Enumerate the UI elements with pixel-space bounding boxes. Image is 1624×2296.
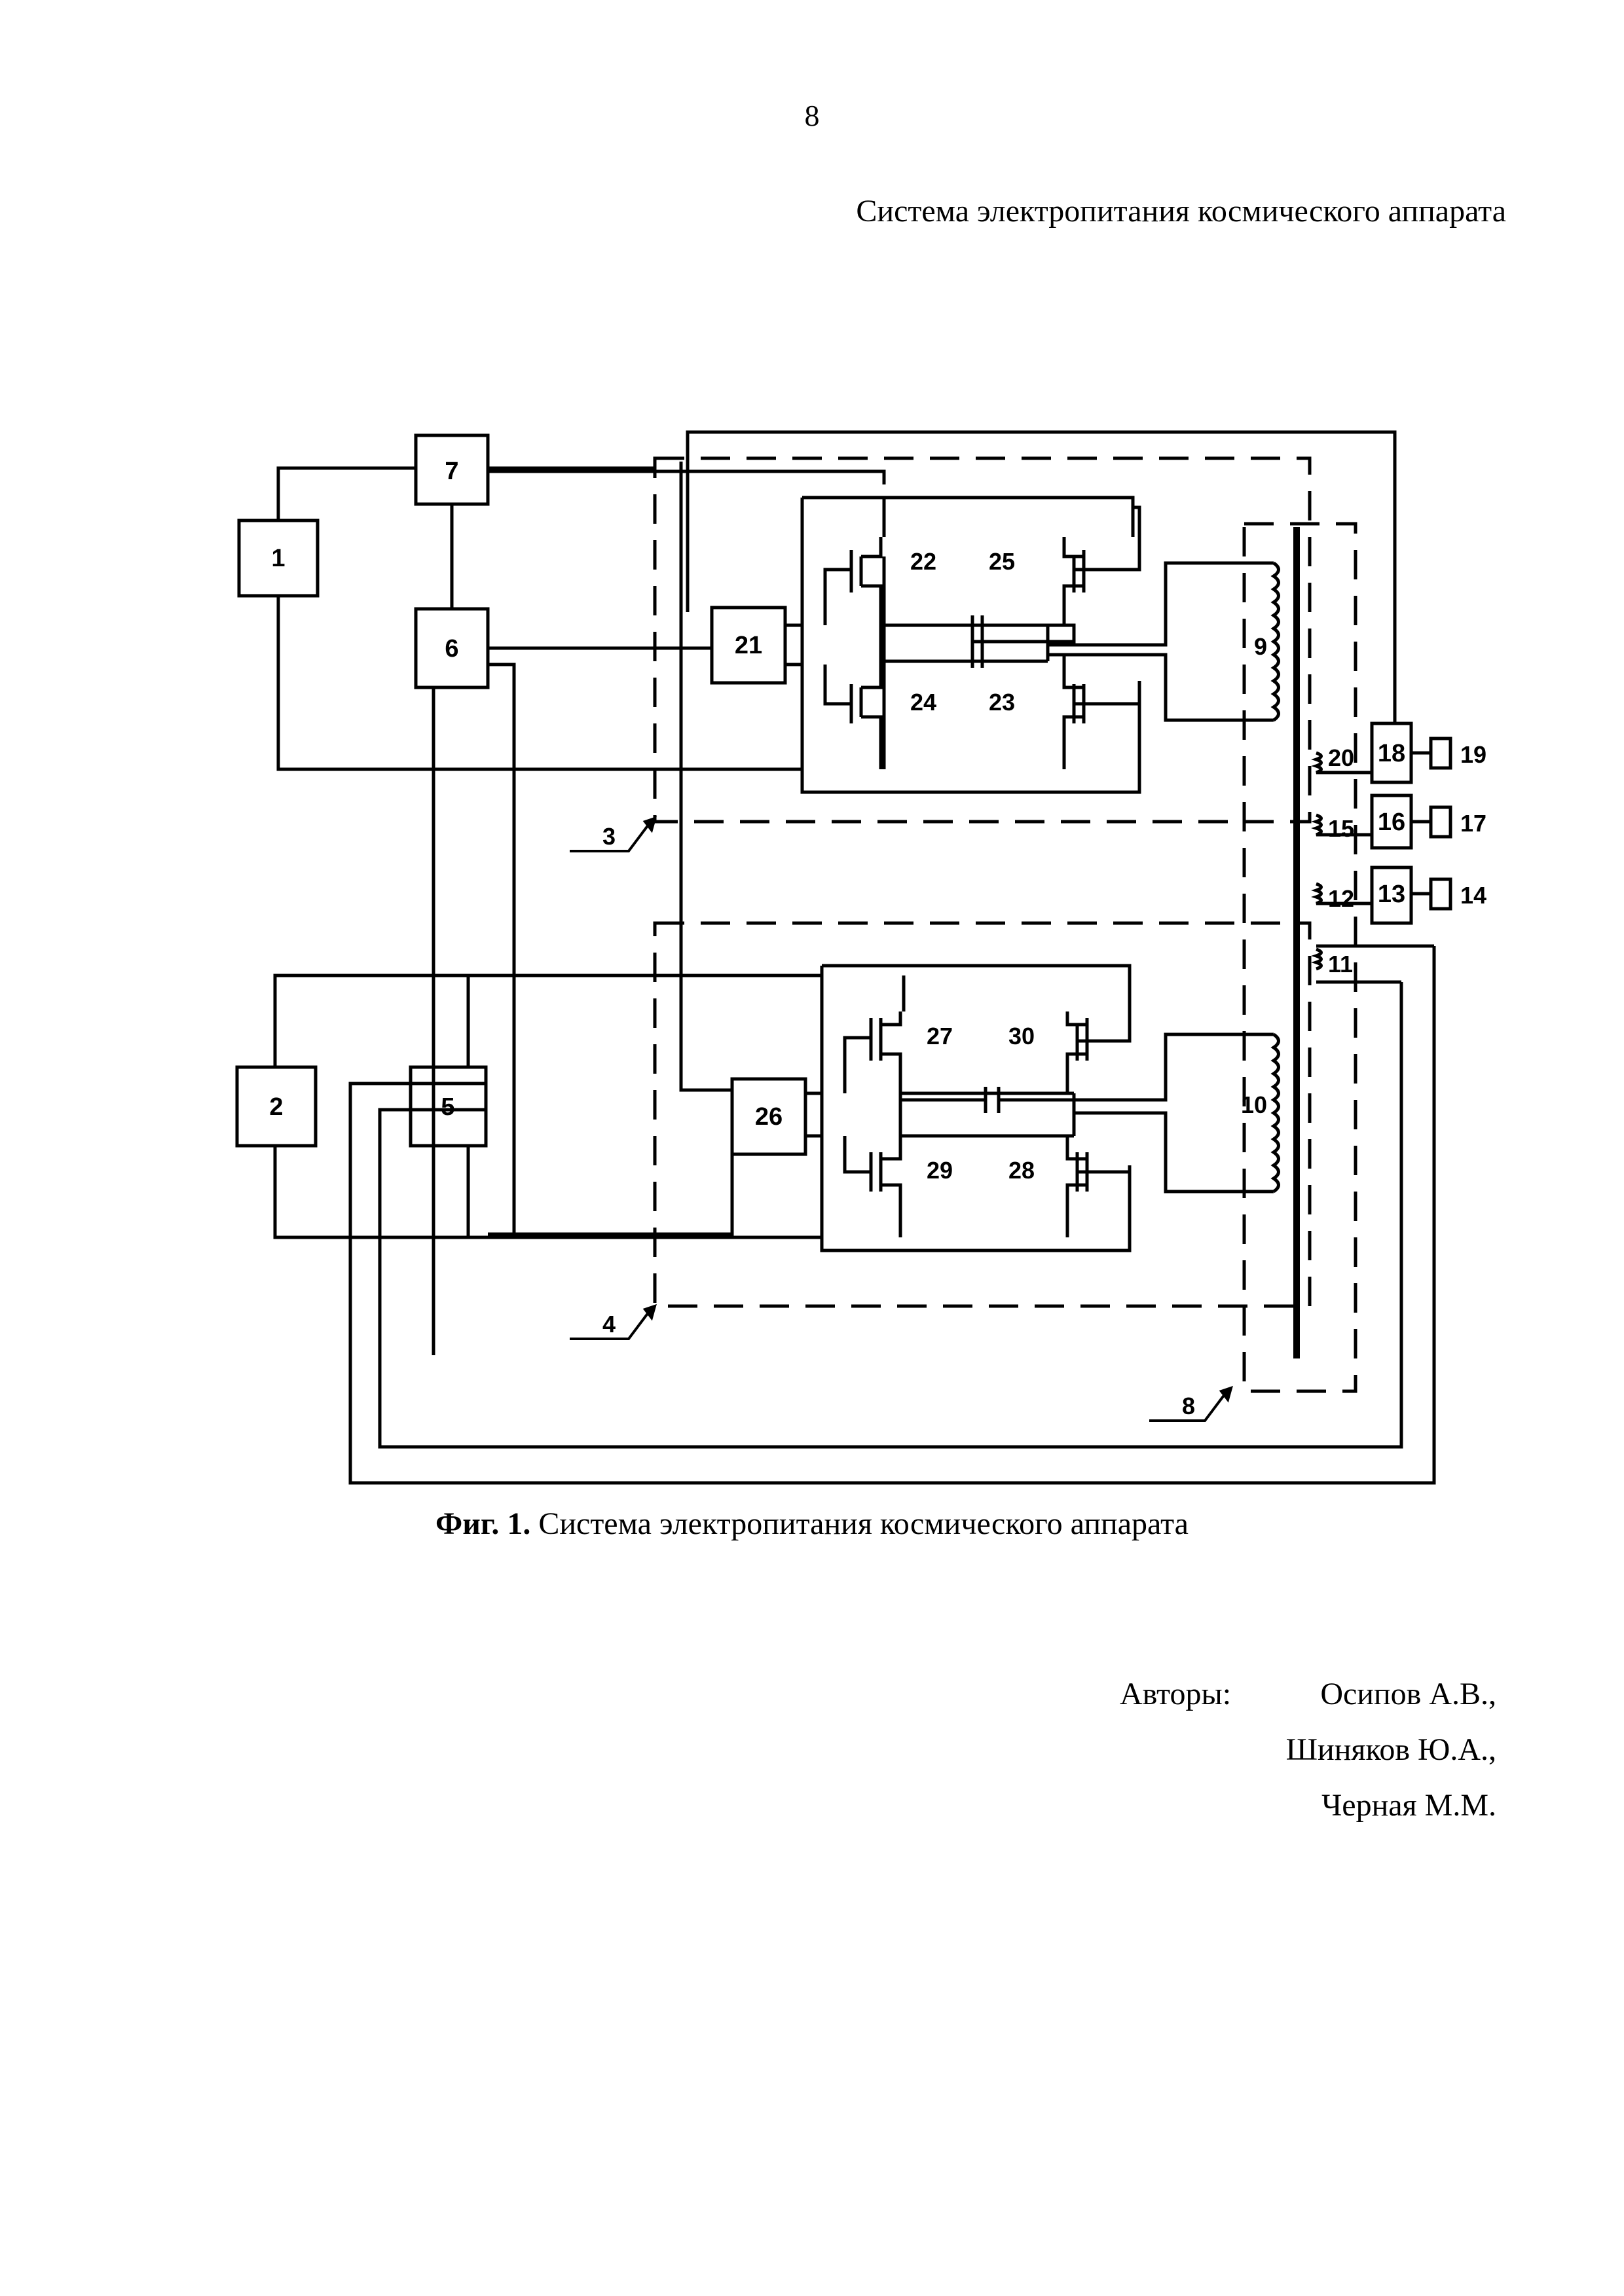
label-29: 29: [927, 1157, 953, 1184]
block-21: [710, 606, 787, 685]
label-4: 4: [602, 1311, 616, 1338]
page-number: 8: [804, 99, 820, 132]
header-title: Система электропитания космического аппа…: [856, 194, 1506, 228]
block-6-label: 6: [445, 635, 458, 663]
label-30: 30: [1008, 1023, 1035, 1049]
figure-caption: Фиг. 1. Система электропитания космическ…: [0, 1506, 1624, 1542]
label-14: 14: [1460, 882, 1486, 909]
label-27: 27: [927, 1023, 953, 1049]
label-28: 28: [1008, 1157, 1035, 1184]
label-23: 23: [989, 689, 1015, 716]
label-20: 20: [1328, 744, 1354, 771]
block-1-label: 1: [271, 545, 285, 572]
label-17: 17: [1460, 810, 1486, 837]
block-5: [409, 1065, 488, 1148]
figure-caption-prefix: Фиг. 1.: [435, 1506, 531, 1541]
block-2-label: 2: [269, 1093, 283, 1121]
author-name: Осипов А.В.,: [1320, 1677, 1496, 1711]
block-5-label: 5: [441, 1093, 454, 1121]
label-12: 12: [1328, 885, 1354, 912]
label-9: 9: [1254, 633, 1267, 660]
figure-caption-text: Система электропитания космического аппа…: [538, 1506, 1189, 1541]
label-3: 3: [602, 823, 616, 850]
label-8: 8: [1182, 1393, 1195, 1419]
author-name: Шиняков Ю.А.,: [1285, 1732, 1496, 1767]
label-15: 15: [1328, 815, 1354, 842]
authors-label: Авторы:: [1120, 1677, 1232, 1711]
block-21-label: 21: [735, 632, 762, 659]
author-name: Черная М.М.: [1321, 1788, 1496, 1823]
label-10: 10: [1241, 1091, 1267, 1118]
block-18-label: 18: [1378, 740, 1405, 767]
label-22: 22: [910, 548, 936, 575]
block-16-label: 16: [1378, 809, 1405, 836]
block-13-label: 13: [1378, 881, 1405, 908]
label-11: 11: [1328, 951, 1353, 977]
label-19: 19: [1460, 741, 1486, 768]
block-7-label: 7: [445, 458, 458, 485]
block-26-label: 26: [755, 1103, 783, 1131]
label-24: 24: [910, 689, 936, 716]
label-25: 25: [989, 548, 1015, 575]
